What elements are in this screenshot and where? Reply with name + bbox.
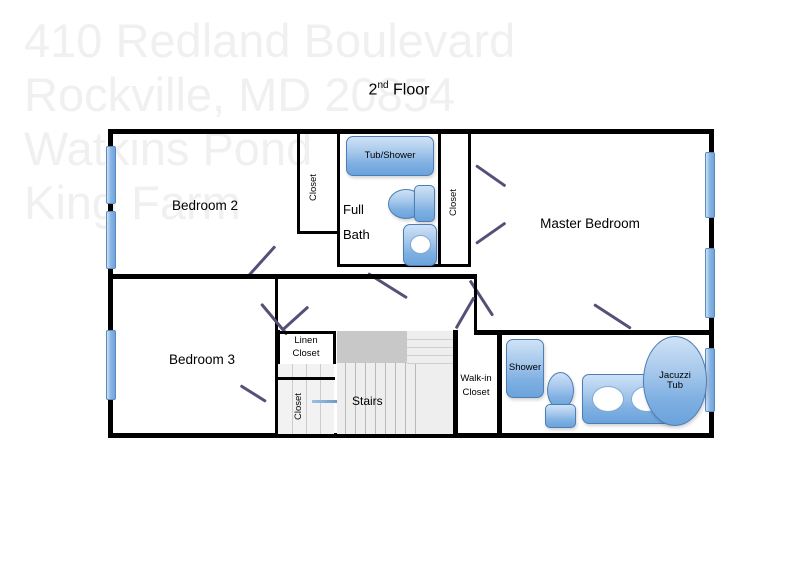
interior-wall-bath-corridor <box>275 274 477 279</box>
window-bedroom3 <box>106 330 116 400</box>
door-linen-closet <box>281 305 310 331</box>
fixture-toilet-base-master <box>545 404 576 428</box>
window-master-north <box>705 152 715 218</box>
stair-tread-3 <box>365 363 366 434</box>
watermark-line-4: King Farm <box>24 176 241 229</box>
room-label-bedroom-2: Bedroom 2 <box>171 198 239 213</box>
door-master-bath <box>593 303 632 330</box>
stairs-direction-arrow-line <box>312 400 344 403</box>
stairs-label: Stairs <box>352 394 383 408</box>
room-label-full-bath-line2: Bath <box>343 227 370 242</box>
watermark-text: 410 Redland Boulevard Rockville, MD 2085… <box>24 14 764 230</box>
full-bath-wall-west <box>337 131 340 266</box>
stair-tread-8 <box>415 363 416 434</box>
fixture-shower: Shower <box>506 339 544 398</box>
stair-landing-block <box>337 331 407 363</box>
window-bedroom2-north <box>106 146 116 204</box>
stair-tread-4 <box>375 363 376 434</box>
closet-label-hall: Closet <box>293 393 304 421</box>
page-title: 2nd Floor <box>0 80 798 99</box>
room-label-full-bath-line1: Full <box>343 202 364 217</box>
fixture-sink-bowl-full-bath <box>410 235 431 254</box>
linen-closet-wall-east <box>333 331 336 364</box>
stair-tread-5 <box>385 363 386 434</box>
stair-tread-7 <box>405 363 406 434</box>
door-walk-in-closet <box>454 296 476 330</box>
exterior-wall-south <box>108 433 714 438</box>
stair-tread-1 <box>345 363 346 434</box>
interior-wall-hall-west <box>275 274 278 334</box>
closet-label-linen-line1: Linen <box>294 335 318 346</box>
hall-closet-slat-1 <box>292 364 293 434</box>
room-label-master-bedroom: Master Bedroom <box>540 216 640 231</box>
fixture-toilet-bowl-master <box>547 372 574 409</box>
hall-closet-slat-3 <box>320 364 321 434</box>
closet-label-full-bath-east: Closet <box>448 189 459 217</box>
interior-wall-master-south <box>474 330 714 335</box>
stair-riser-4 <box>407 363 455 364</box>
stair-riser-2 <box>407 347 455 348</box>
closet-label-walkin-line2: Closet <box>462 387 490 398</box>
watermark-line-1: 410 Redland Boulevard <box>24 14 516 67</box>
door-hall-closet <box>239 384 267 403</box>
closet-label-linen-line2: Closet <box>292 348 320 359</box>
stair-riser-1 <box>407 339 455 340</box>
fixture-jacuzzi-label-line1: Jacuzzi <box>659 369 691 381</box>
full-bath-wall-south <box>337 264 441 267</box>
closet-wall-fullbath-east-right <box>468 131 471 266</box>
page-title-suffix: Floor <box>388 81 430 99</box>
fixture-vanity-bowl-left <box>592 386 624 412</box>
stair-riser-3 <box>407 355 455 356</box>
room-label-bedroom-3: Bedroom 3 <box>168 352 236 367</box>
fixture-toilet-tank-full-bath <box>414 185 435 222</box>
window-bedroom2-south <box>106 211 116 269</box>
hall-closet-wall-mid <box>277 377 335 380</box>
stair-tread-6 <box>395 363 396 434</box>
closet-wall-bedroom2-left <box>297 131 300 234</box>
interior-wall-master-west <box>474 274 477 334</box>
closet-label-bedroom-2: Closet <box>308 174 319 202</box>
page-title-ordinal: nd <box>377 80 389 91</box>
fixture-tub-shower: Tub/Shower <box>346 136 434 176</box>
closet-wall-fullbath-east-bottom <box>438 264 471 267</box>
interior-wall-bedroom3-east <box>275 330 280 436</box>
walkin-closet-wall-east <box>497 330 502 436</box>
fixture-jacuzzi-label-line2: Tub <box>666 380 684 391</box>
stair-tread-2 <box>355 363 356 434</box>
closet-wall-bedroom2-bottom <box>297 231 337 234</box>
full-bath-wall-east <box>438 131 441 266</box>
page-title-number: 2 <box>368 81 378 99</box>
fixture-jacuzzi-tub: Jacuzzi Tub <box>643 336 707 426</box>
watermark-line-2: Rockville, MD 20854 <box>24 68 456 121</box>
window-master-south <box>705 248 715 318</box>
walkin-closet-wall-west <box>453 330 458 436</box>
hall-closet-slat-2 <box>306 364 307 434</box>
exterior-wall-west <box>108 129 113 438</box>
closet-label-walkin-line1: Walk-in <box>460 373 492 384</box>
exterior-wall-north <box>108 129 714 134</box>
linen-closet-wall-top <box>275 331 336 334</box>
stairs-area <box>337 331 455 434</box>
interior-wall-bedroom2-bedroom3 <box>108 274 278 279</box>
